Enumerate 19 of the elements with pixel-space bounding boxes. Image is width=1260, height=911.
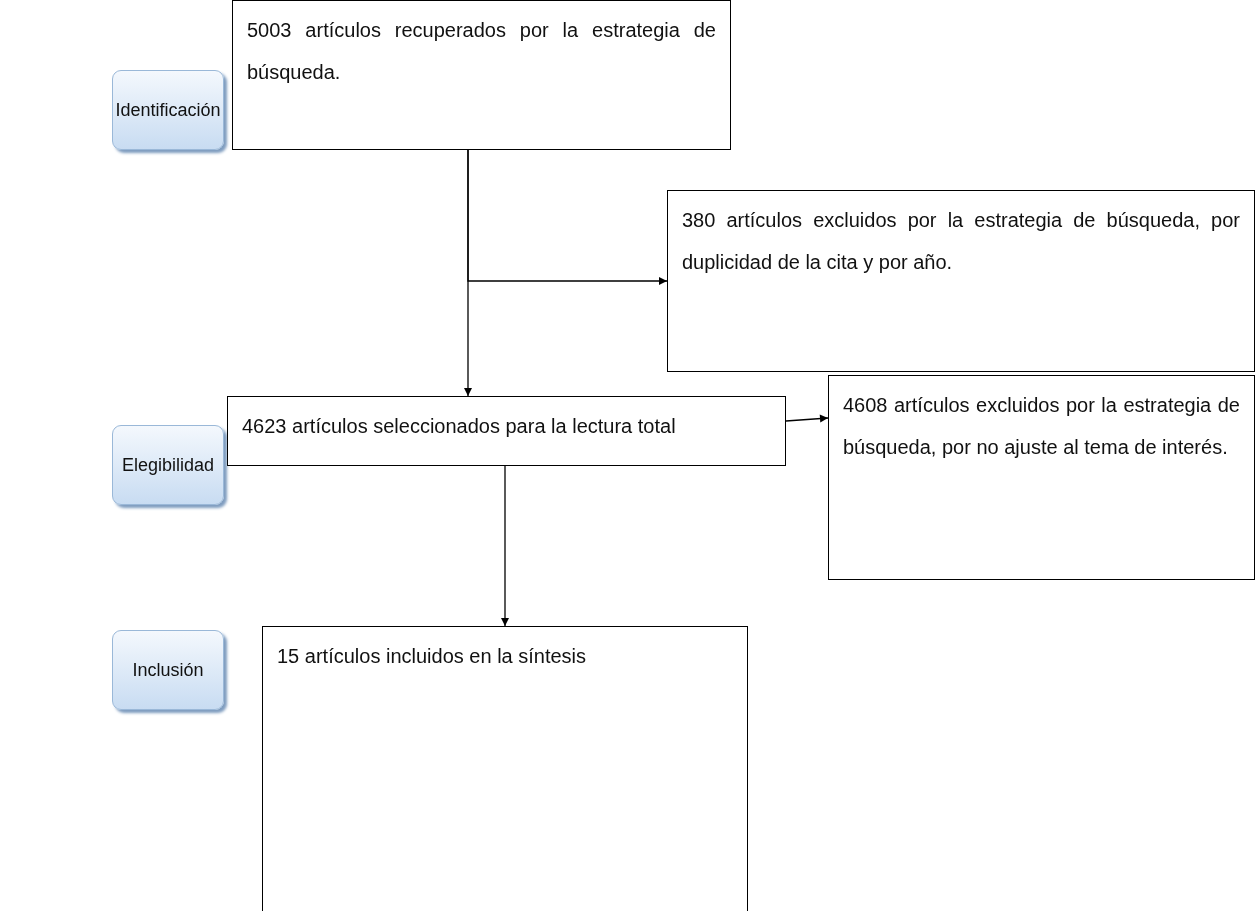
process-box xyxy=(828,375,1255,580)
box-text: 15 artículos incluidos en la síntesis xyxy=(277,644,588,669)
stage-label: Inclusión xyxy=(132,659,204,681)
stage-box xyxy=(112,70,224,150)
arrow xyxy=(467,149,668,285)
process-box xyxy=(227,396,786,466)
arrow xyxy=(785,414,829,423)
box-text: 380 artículos excluidos por la estrategia de búsqueda, por duplicidad de la cita y por año. xyxy=(682,208,1240,275)
stage-box xyxy=(112,630,224,710)
process-box xyxy=(262,626,748,911)
stage-label: Identificación xyxy=(115,99,221,121)
box-text: 4623 artículos seleccionados para la lectura total xyxy=(242,414,677,439)
box-text: 4608 artículos excluidos por la estrategia de búsqueda, por no ajuste al tema de interés. xyxy=(843,393,1240,460)
stage-label: Elegibilidad xyxy=(121,454,215,476)
arrow xyxy=(501,465,509,627)
process-box xyxy=(667,190,1255,372)
stage-box xyxy=(112,425,224,505)
box-text: 5003 artículos recuperados por la estrategia de búsqueda. xyxy=(247,18,716,85)
process-box xyxy=(232,0,731,150)
